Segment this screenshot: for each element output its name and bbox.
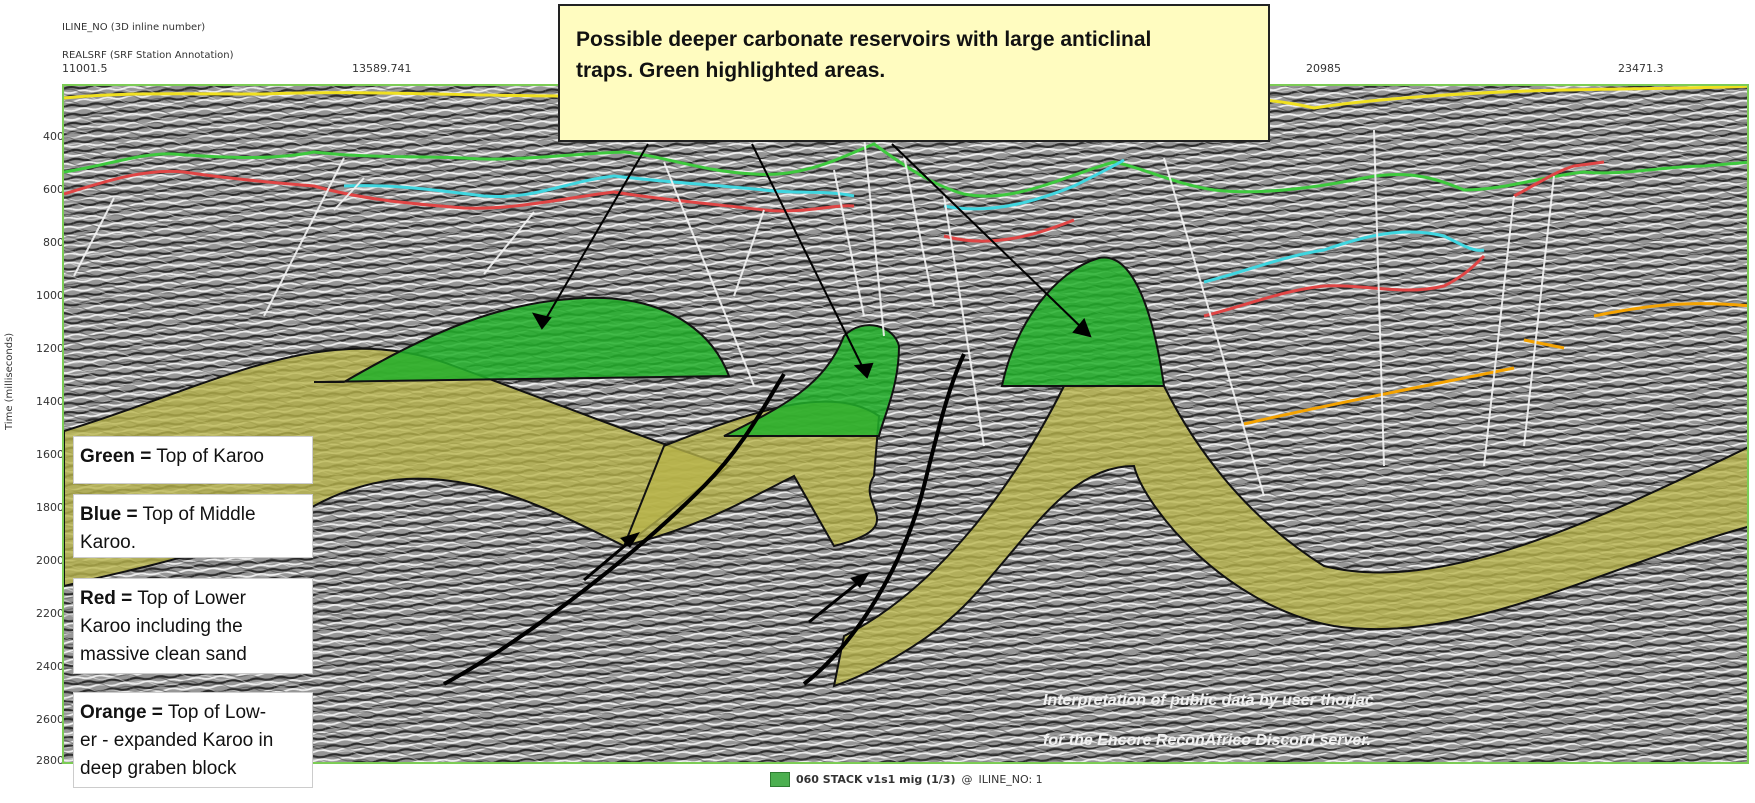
fault-line: [1483, 195, 1515, 467]
fault-line: [333, 177, 365, 211]
stack-icon[interactable]: [770, 772, 790, 787]
callout-line-2: traps. Green highlighted areas.: [576, 59, 886, 82]
status-bar: 060 STACK v1s1 mig (1/3) @ ILINE_NO: 1: [770, 772, 1043, 787]
y-tick: 2000: [36, 554, 64, 567]
slip-arrowhead-right: [850, 572, 870, 588]
fault-line: [733, 209, 765, 297]
olive-body-right: [832, 385, 1747, 688]
fault-line: [1163, 157, 1265, 497]
legend-text: Top of Middle: [142, 504, 256, 525]
y-tick: 600: [43, 183, 64, 196]
fault-line: [863, 135, 885, 337]
y-tick: 1600: [36, 448, 64, 461]
fault-line: [833, 169, 865, 317]
y-axis-label: Time (milliseconds): [4, 332, 15, 430]
legend-key: Orange =: [80, 702, 163, 723]
status-at: @: [961, 773, 973, 786]
legend-blue: Blue = Top of Middle Karoo.: [73, 494, 313, 558]
legend-text: Top of Lower: [137, 588, 247, 609]
trace-label-2: 13589.741: [352, 62, 412, 75]
fault-line: [263, 157, 345, 317]
legend-text: Karoo including the: [80, 616, 243, 637]
fault-line: [663, 161, 755, 387]
header-line-iline: ILINE_NO (3D inline number): [62, 22, 206, 33]
red-horizon-2: [943, 218, 1075, 243]
callout-box: Possible deeper carbonate reservoirs wit…: [558, 4, 1270, 142]
blue-horizon-3: [1203, 230, 1485, 284]
legend-text: Top of Karoo: [156, 446, 264, 467]
fault-line: [903, 155, 935, 307]
legend-text: deep graben block: [80, 758, 237, 779]
callout-pointer-left: [543, 143, 649, 323]
green-trap-left: [313, 296, 731, 383]
main-fault-right: [802, 353, 966, 686]
legend-key: Green =: [80, 446, 152, 467]
fault-line: [483, 211, 535, 275]
fault-line: [73, 197, 115, 277]
legend-text: Karoo.: [80, 532, 136, 553]
callout-line-1: Possible deeper carbonate reservoirs wit…: [576, 28, 1152, 51]
credit-line-2: for the Encore ReconAfrico Discord serve…: [1043, 732, 1372, 749]
seismic-svg: [64, 86, 1747, 762]
slip-arrowhead-left: [620, 532, 640, 548]
fault-line: [1373, 129, 1385, 467]
seismic-section: [62, 84, 1749, 764]
trace-label-3: 20985: [1306, 62, 1341, 75]
callout-pointer-middle: [751, 143, 865, 371]
y-tick: 400: [43, 130, 64, 143]
callout-arrowhead-middle: [853, 362, 874, 379]
y-tick: 2800: [36, 754, 64, 767]
blue-horizon: [343, 174, 855, 199]
y-tick: 2400: [36, 660, 64, 673]
legend-text: Top of Low-: [167, 702, 267, 723]
callout-arrowhead-left: [531, 312, 552, 330]
legend-text: er - expanded Karoo in: [80, 730, 274, 751]
orange-horizon: [1243, 366, 1515, 426]
y-tick: 1800: [36, 501, 64, 514]
trace-label-4: 23471.3: [1618, 62, 1664, 75]
y-tick: 800: [43, 236, 64, 249]
header-line-realsrf: REALSRF (SRF Station Annotation): [62, 50, 234, 61]
y-tick: 2600: [36, 713, 64, 726]
y-tick: 1400: [36, 395, 64, 408]
blue-horizon-2: [943, 158, 1125, 211]
slip-arrow-right: [808, 576, 865, 624]
red-horizon: [64, 169, 855, 213]
legend-key: Blue =: [80, 504, 138, 525]
green-horizon: [64, 142, 1747, 198]
slip-arrow-left: [583, 536, 635, 582]
orange-horizon-3: [1593, 302, 1747, 318]
legend-key: Red =: [80, 588, 133, 609]
legend-green: Green = Top of Karoo: [73, 436, 313, 484]
y-tick: 1200: [36, 342, 64, 355]
y-tick: 1000: [36, 289, 64, 302]
y-tick: 2200: [36, 607, 64, 620]
red-horizon-3: [1203, 254, 1486, 318]
fault-line: [1523, 175, 1555, 447]
callout-pointer-right: [891, 143, 1085, 331]
fault-line: [943, 195, 985, 447]
trace-label-1: 11001.5: [62, 62, 108, 75]
credit-line-1: Interpretation of public data by user th…: [1043, 692, 1374, 709]
orange-horizon-2: [1523, 338, 1565, 350]
status-stack-label: 060 STACK v1s1 mig (1/3): [796, 773, 956, 786]
legend-orange: Orange = Top of Low- er - expanded Karoo…: [73, 692, 313, 788]
legend-text: massive clean sand: [80, 644, 247, 665]
main-fault-left: [443, 372, 786, 686]
callout-arrowhead-right: [1072, 318, 1092, 338]
legend-red: Red = Top of Lower Karoo including the m…: [73, 578, 313, 674]
status-iline: ILINE_NO: 1: [978, 773, 1043, 786]
red-horizon-4: [1513, 160, 1605, 198]
